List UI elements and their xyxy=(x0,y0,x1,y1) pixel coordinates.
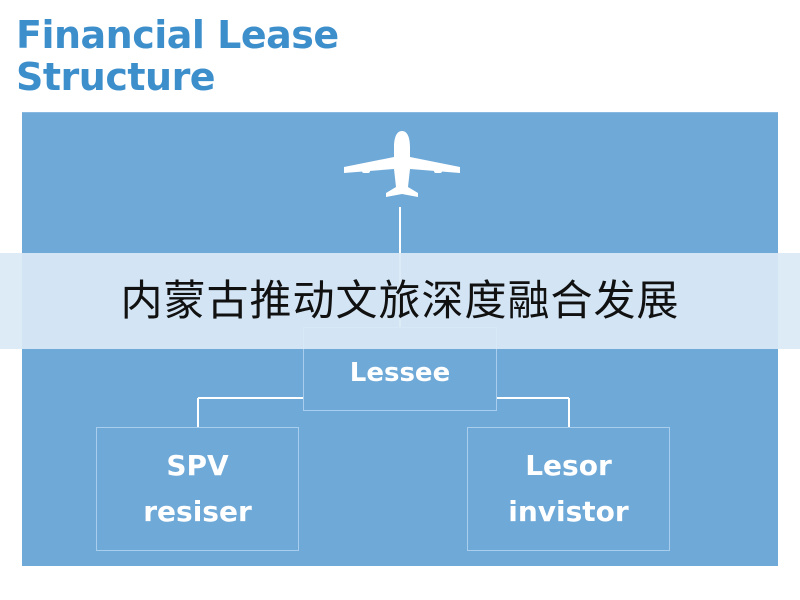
spv-node: SPV resiser xyxy=(96,427,299,551)
lessor-label-line-1: Lesor xyxy=(525,449,612,482)
spv-label-line-2: resiser xyxy=(143,495,252,528)
title-line-1: Financial Lease xyxy=(16,13,339,57)
lessor-node: Lesor invistor xyxy=(467,427,670,551)
caption-text: 内蒙古推动文旅深度融合发展 xyxy=(120,276,680,325)
lessee-label: Lessee xyxy=(349,358,451,388)
diagram-title: Financial Lease Structure xyxy=(16,14,339,98)
airplane-icon xyxy=(344,131,460,197)
spv-label-line-1: SPV xyxy=(166,449,229,482)
lessor-label-line-2: invistor xyxy=(508,495,629,528)
caption-banner: 内蒙古推动文旅深度融合发展 xyxy=(0,253,800,349)
title-line-2: Structure xyxy=(16,55,216,99)
